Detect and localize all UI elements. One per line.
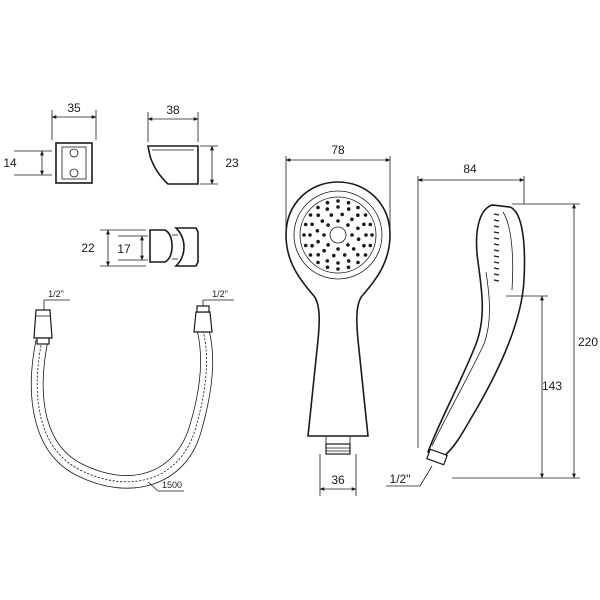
hose-length-label: 1500 — [162, 480, 182, 490]
nozzle-dot — [326, 223, 330, 227]
side-nozzle-mark — [493, 231, 500, 234]
shower-hose: 1/2" 1/2" 1500 — [30, 289, 234, 492]
nozzle-dot — [362, 222, 366, 227]
nozzle-dot — [316, 253, 321, 257]
nozzle-dot — [316, 260, 320, 265]
nozzle-dot — [368, 222, 373, 227]
side-nozzle-mark — [493, 273, 500, 276]
side-nozzle-mark — [493, 279, 500, 282]
wall-bracket-height-label: 14 — [3, 156, 17, 170]
nozzle-dot — [356, 213, 360, 217]
nozzle-dot — [370, 233, 374, 237]
nozzle-dot — [342, 253, 347, 257]
nozzle-dot — [332, 253, 336, 258]
nozzle-dot — [336, 247, 340, 251]
side-nozzle-mark — [493, 243, 500, 246]
nozzle-dot — [336, 199, 340, 203]
wall-bracket-width-label: 35 — [67, 101, 81, 115]
nozzle-dot — [303, 243, 308, 248]
nozzle-dot — [363, 253, 368, 257]
side-nozzle-mark — [493, 261, 500, 264]
side-spray-nozzles — [493, 213, 500, 282]
nozzle-dot — [302, 233, 306, 237]
spray-nozzles — [302, 199, 374, 271]
nozzle-dot — [325, 200, 330, 205]
nozzle-dot — [316, 239, 320, 244]
nozzle-dot — [351, 247, 356, 251]
nozzle-dot — [340, 212, 345, 217]
shower-head-front-view: 78 36 — [285, 143, 391, 496]
nozzle-dot — [346, 200, 351, 205]
nozzle-dot — [364, 233, 368, 237]
nozzle-dot — [308, 213, 313, 217]
hose-right-thread-label: 1/2" — [212, 289, 228, 299]
side-nozzle-mark — [493, 255, 500, 258]
nozzle-dot — [336, 267, 340, 271]
nozzle-dot — [336, 205, 340, 209]
side-nozzle-mark — [493, 213, 500, 216]
nozzle-dot — [329, 213, 334, 217]
nozzle-dot — [346, 243, 350, 247]
grip-length-label: 143 — [542, 379, 562, 393]
handle-base-width-label: 36 — [331, 473, 345, 487]
nozzle-dot — [322, 233, 326, 237]
holder-top-view: 22 17 — [81, 227, 199, 267]
bracket-side-view: 38 23 — [147, 103, 239, 185]
nozzle-dot — [362, 243, 366, 248]
side-nozzle-mark — [493, 249, 500, 252]
nozzle-dot — [346, 207, 351, 211]
nozzle-dot — [325, 259, 330, 263]
nozzle-dot — [320, 219, 325, 223]
nozzle-dot — [316, 205, 320, 210]
nozzle-dot — [346, 259, 351, 263]
nozzle-dot — [350, 233, 354, 237]
side-nozzle-mark — [493, 225, 500, 228]
nozzle-dot — [336, 261, 340, 265]
nozzle-dot — [336, 219, 340, 223]
wall-bracket-front-view: 35 14 — [3, 101, 97, 184]
side-nozzle-mark — [493, 219, 500, 222]
nozzle-dot — [326, 243, 330, 247]
shower-head-side-view: 84 220 143 1/2" — [386, 162, 598, 487]
side-depth-label: 84 — [463, 162, 477, 176]
holder-inner-height-label: 17 — [117, 242, 131, 256]
hose-left-thread-label: 1/2" — [48, 289, 64, 299]
nozzle-dot — [322, 248, 326, 253]
nozzle-dot — [346, 265, 351, 270]
nozzle-dot — [368, 243, 373, 248]
nozzle-dot — [356, 237, 361, 241]
nozzle-dot — [350, 217, 354, 222]
side-nozzle-mark — [493, 267, 500, 270]
nozzle-dot — [308, 233, 312, 237]
side-thread-label: 1/2" — [390, 472, 411, 486]
side-bracket-height-label: 23 — [225, 156, 239, 170]
side-bracket-width-label: 38 — [166, 103, 180, 117]
nozzle-dot — [356, 260, 360, 265]
head-diameter-label: 78 — [331, 143, 345, 157]
side-nozzle-mark — [493, 237, 500, 240]
nozzle-dot — [356, 253, 360, 257]
holder-outer-height-label: 22 — [81, 241, 95, 255]
nozzle-dot — [356, 205, 360, 210]
nozzle-dot — [308, 253, 313, 257]
nozzle-dot — [346, 223, 350, 227]
nozzle-dot — [315, 229, 320, 233]
nozzle-dot — [356, 226, 360, 231]
nozzle-dot — [325, 265, 330, 270]
nozzle-dot — [310, 243, 314, 248]
nozzle-dot — [303, 222, 308, 227]
total-length-label: 220 — [578, 335, 598, 349]
nozzle-dot — [316, 213, 321, 217]
nozzle-dot — [363, 213, 368, 217]
nozzle-dot — [310, 222, 314, 227]
nozzle-dot — [325, 207, 330, 211]
